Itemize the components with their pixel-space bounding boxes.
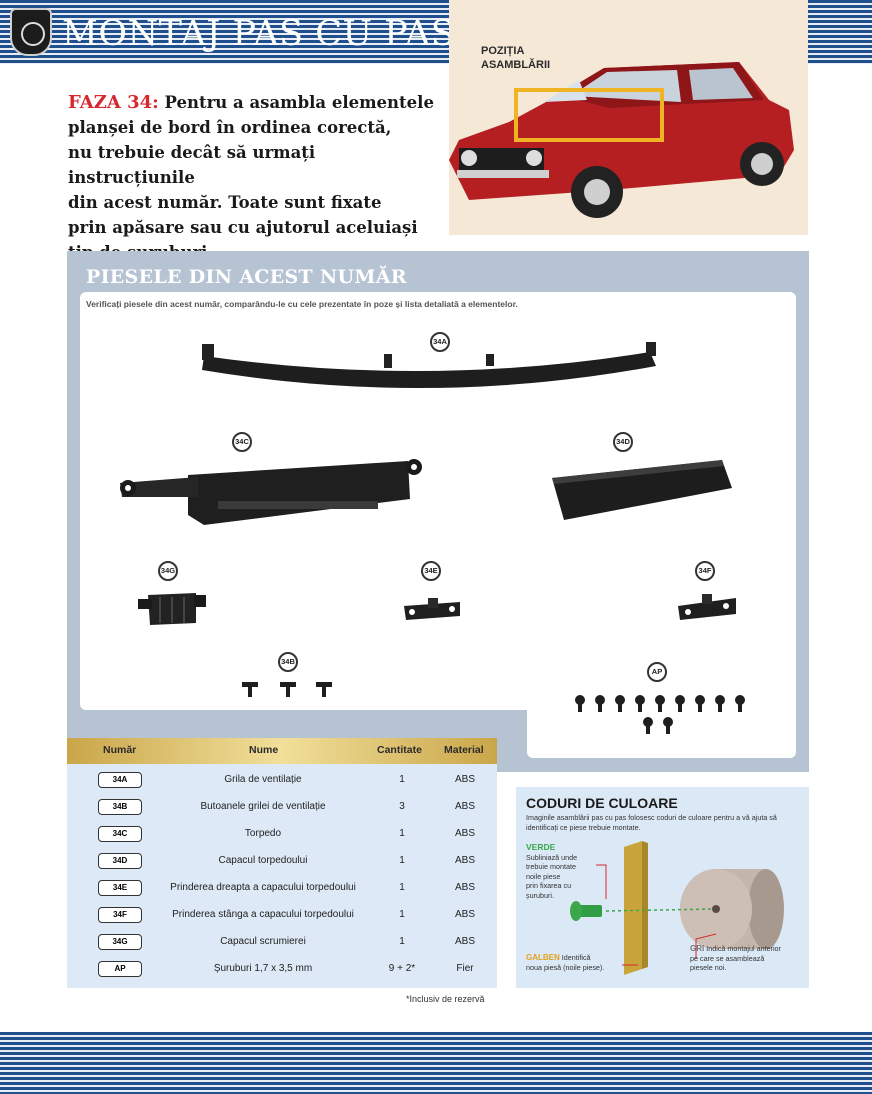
part-34b-vent-knobs xyxy=(242,682,332,697)
table-header-name: Nume xyxy=(249,744,279,756)
footer-stripe-bar xyxy=(0,1032,872,1094)
phase-label: FAZA 34: xyxy=(68,92,159,113)
assembly-position-label: POZIȚIA ASAMBLĂRII xyxy=(481,45,551,71)
part-34a-vent-grille xyxy=(202,342,656,389)
table-row: 34F Prinderea stânga a capacului torpedo… xyxy=(67,901,497,928)
table-body: 34A Grila de ventilație 1 ABS 34B Butoan… xyxy=(67,764,497,988)
parts-table: Număr Nume Cantitate Material 34A Grila … xyxy=(67,738,497,990)
color-codes-illustration xyxy=(570,841,784,975)
table-row: 34G Capacul scrumierei 1 ABS xyxy=(67,928,497,955)
assembly-position-panel: POZIȚIA ASAMBLĂRII xyxy=(449,0,808,235)
intro-paragraph: FAZA 34: Pentru a asambla elementele pla… xyxy=(68,92,434,262)
part-34c-dashboard xyxy=(120,459,422,525)
table-header-number: Număr xyxy=(103,744,137,756)
table-row: 34C Torpedo 1 ABS xyxy=(67,820,497,847)
badge-34g: 34G xyxy=(158,561,178,581)
part-34f-left-clip xyxy=(678,594,736,620)
badge-ap: AP xyxy=(647,662,667,682)
table-row: 34A Grila de ventilație 1 ABS xyxy=(67,766,497,793)
color-codes-subtitle: Imaginile asamblării pas cu pas folosesc… xyxy=(526,813,777,832)
part-34e-right-clip xyxy=(404,598,460,620)
yellow-code-text: GALBEN Identifică noua piesă (noile pies… xyxy=(526,953,605,972)
car-illustration xyxy=(449,62,794,218)
part-34d-glovebox-cover xyxy=(552,460,732,520)
grey-code-text: GRI Indică montajul anterior pe care se … xyxy=(690,944,781,972)
color-codes-panel: CODURI DE CULOARE Imaginile asamblării p… xyxy=(516,787,809,988)
table-header-quantity: Cantitate xyxy=(377,744,422,756)
color-codes-title: CODURI DE CULOARE xyxy=(526,795,678,811)
parts-title: PIESELE DIN ACEST NUMĂR xyxy=(86,266,407,288)
badge-34d: 34D xyxy=(613,432,633,452)
table-row: AP Șuruburi 1,7 x 3,5 mm 9 + 2* Fier xyxy=(67,955,497,982)
badge-34b: 34B xyxy=(278,652,298,672)
badge-34a: 34A xyxy=(430,332,450,352)
badge-34f: 34F xyxy=(695,561,715,581)
page-title: MONTAJ PAS CU PAS xyxy=(62,14,456,54)
table-footnote: *Inclusiv de rezervă xyxy=(406,994,485,1004)
table-header-material: Material xyxy=(444,744,484,756)
table-row: 34B Butoanele grilei de ventilație 3 ABS xyxy=(67,793,497,820)
table-header: Număr Nume Cantitate Material xyxy=(67,738,497,764)
green-code-text: VERDE Subliniază unde trebuie montate no… xyxy=(526,842,578,900)
header-stripe-bar-right xyxy=(808,0,872,64)
brand-logo xyxy=(10,8,52,56)
table-row: 34D Capacul torpedoului 1 ABS xyxy=(67,847,497,874)
part-34g-ashtray-cover xyxy=(138,593,206,625)
badge-34e: 34E xyxy=(421,561,441,581)
header-stripe-bar xyxy=(0,0,450,64)
badge-34c: 34C xyxy=(232,432,252,452)
part-ap-screws xyxy=(575,695,745,734)
table-row: 34E Prinderea dreapta a capacului torped… xyxy=(67,874,497,901)
parts-subtitle: Verificați piesele din acest număr, comp… xyxy=(86,299,518,309)
